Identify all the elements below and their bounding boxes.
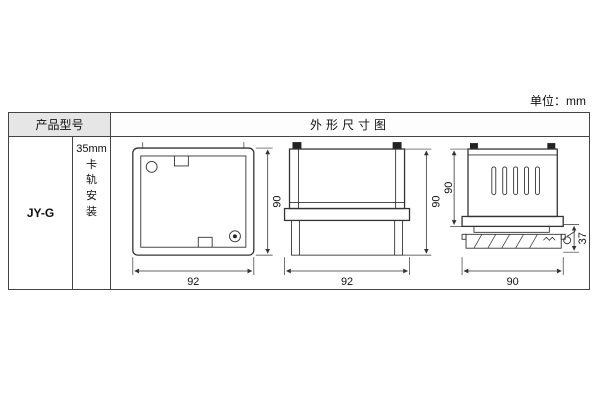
- front-notch-top: [174, 155, 189, 167]
- rail-terminal-left: [469, 143, 478, 150]
- rail-dim-depth: 37: [577, 232, 589, 244]
- vent-slot-2: [502, 166, 508, 196]
- rail-dim-width: 90: [507, 276, 519, 288]
- model-code: JY-G: [9, 137, 73, 289]
- side-dim-height: 90: [430, 196, 442, 208]
- din-rail-profile: [465, 233, 562, 249]
- side-skirt: [291, 219, 404, 256]
- side-terminal-right: [392, 142, 402, 150]
- front-screw-hole-top-left: [145, 160, 158, 173]
- header-product-model: 产品型号: [9, 113, 111, 137]
- rail-view-drawing: 90 37 90: [443, 143, 589, 288]
- front-outer-outline: [132, 147, 255, 256]
- clip-roller: [563, 236, 572, 245]
- rail-body-outline: [467, 148, 558, 218]
- vent-slot-1: [491, 166, 497, 196]
- front-dim-width: 92: [187, 276, 199, 288]
- mounting-line-char3: 安: [86, 189, 97, 202]
- mounting-line-char4: 装: [86, 205, 97, 218]
- side-body-outline: [288, 148, 406, 210]
- front-dim-height: 90: [272, 196, 284, 208]
- vent-slot-5: [535, 166, 540, 196]
- side-terminal-left: [292, 142, 302, 150]
- rail-hatch-4: [515, 234, 524, 249]
- clip-spring: [543, 236, 556, 241]
- rail-hatch-1: [473, 234, 483, 249]
- rail-hatch-2: [487, 234, 497, 249]
- spec-table: 产品型号 外形尺寸图 JY-G 35mm 卡 轨 安 装: [8, 112, 590, 290]
- mounting-line-char2: 轨: [86, 174, 97, 187]
- drawings-area: 90 92: [111, 137, 589, 289]
- rail-terminal-right: [547, 143, 556, 150]
- side-dim-width: 92: [341, 276, 353, 288]
- rail-dim-height: 90: [443, 182, 455, 194]
- rail-hatch-3: [501, 234, 510, 249]
- vent-slot-3: [513, 166, 519, 196]
- front-screw-dot: [232, 234, 237, 239]
- mounting-line-size: 35mm: [76, 143, 107, 155]
- vent-slot-4: [524, 166, 529, 196]
- mounting-type: 35mm 卡 轨 安 装: [73, 137, 111, 289]
- front-screw-hole-bottom-right: [229, 230, 241, 243]
- rail-base-step: [473, 225, 550, 233]
- rail-hatch-5: [529, 234, 538, 249]
- side-flange: [283, 207, 411, 222]
- header-dimension-drawing: 外形尺寸图: [111, 113, 589, 137]
- mounting-line-char1: 卡: [86, 158, 97, 171]
- rail-flange: [461, 215, 564, 228]
- front-view-drawing: 90 92: [132, 142, 284, 288]
- din-rail-lip-right: [560, 233, 566, 240]
- side-view-drawing: 90 92: [283, 142, 442, 288]
- front-inner-outline: [140, 155, 247, 248]
- front-notch-bottom: [197, 236, 213, 248]
- unit-label: 单位：mm: [530, 94, 586, 108]
- din-rail-lip-left: [461, 233, 467, 240]
- dimension-drawings-svg: 90 92: [132, 142, 589, 288]
